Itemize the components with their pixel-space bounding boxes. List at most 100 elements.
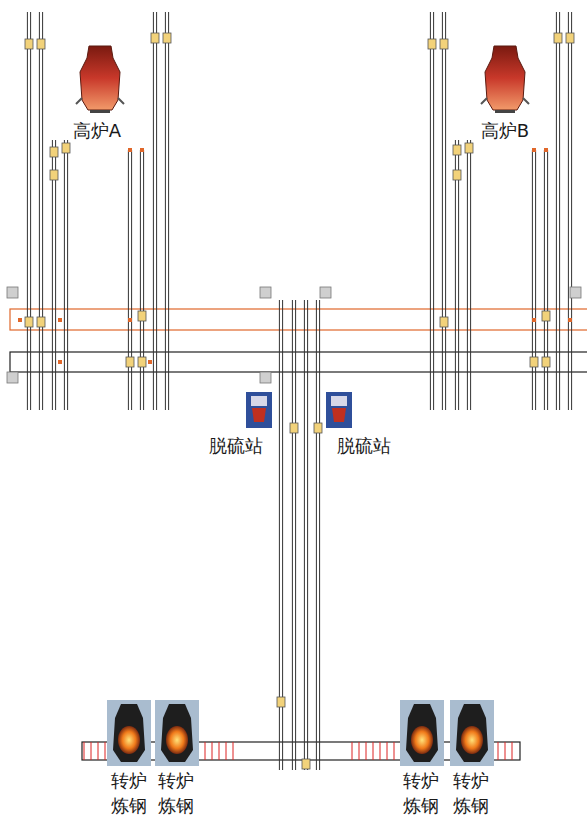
rail bbox=[316, 300, 317, 770]
tick bbox=[505, 742, 506, 760]
rail bbox=[544, 150, 545, 410]
switch-mark bbox=[568, 318, 572, 322]
rail bbox=[304, 300, 305, 770]
rail bbox=[433, 12, 434, 410]
rail-car bbox=[453, 170, 461, 180]
desulfurization-icon bbox=[326, 392, 352, 428]
rail bbox=[131, 150, 132, 410]
signal-icon bbox=[260, 372, 271, 383]
rail bbox=[556, 12, 557, 410]
desulfurization-icon bbox=[246, 392, 272, 428]
rail bbox=[55, 140, 56, 410]
tick bbox=[373, 742, 374, 760]
rail bbox=[547, 150, 548, 410]
furnace-label: 高炉B bbox=[479, 118, 531, 143]
rail-car bbox=[554, 33, 562, 43]
tick bbox=[212, 742, 213, 760]
converter-icon bbox=[155, 700, 199, 766]
rail-car bbox=[465, 143, 473, 153]
rail-car bbox=[566, 33, 574, 43]
rail-car bbox=[138, 311, 146, 321]
tick bbox=[84, 742, 85, 760]
rail bbox=[153, 12, 154, 410]
switch-mark bbox=[18, 318, 22, 322]
rail-car bbox=[440, 317, 448, 327]
signal-icon bbox=[570, 287, 581, 298]
converter-icon bbox=[107, 700, 151, 766]
station-label: 脱硫站 bbox=[335, 433, 393, 458]
rail-car bbox=[126, 357, 134, 367]
furnace-label: 高炉A bbox=[71, 118, 123, 143]
tick bbox=[91, 742, 92, 760]
rail bbox=[535, 150, 536, 410]
rail-car bbox=[302, 759, 310, 769]
tick bbox=[219, 742, 220, 760]
rail bbox=[143, 150, 144, 410]
rail bbox=[292, 300, 293, 770]
rail bbox=[442, 12, 443, 410]
tick bbox=[380, 742, 381, 760]
tick bbox=[352, 742, 353, 760]
converter-label: 转炉 炼钢 bbox=[449, 768, 493, 818]
rail-car bbox=[542, 311, 550, 321]
tick bbox=[498, 742, 499, 760]
rail bbox=[156, 12, 157, 410]
rail bbox=[532, 150, 533, 410]
signal-icon bbox=[260, 287, 271, 298]
rail bbox=[559, 12, 560, 410]
upper-band bbox=[10, 309, 587, 330]
lower-band bbox=[10, 352, 587, 372]
signal-icon bbox=[7, 372, 18, 383]
rail-car bbox=[50, 147, 58, 157]
converter-label: 转炉 炼钢 bbox=[154, 768, 198, 818]
tick bbox=[105, 742, 106, 760]
tick bbox=[387, 742, 388, 760]
rail-car bbox=[25, 39, 33, 49]
tick bbox=[226, 742, 227, 760]
converter-label: 转炉 炼钢 bbox=[107, 768, 151, 818]
rail bbox=[319, 300, 320, 770]
switch-mark bbox=[148, 360, 152, 364]
rail-car bbox=[37, 317, 45, 327]
converter-icon bbox=[400, 700, 444, 766]
rail bbox=[445, 12, 446, 410]
rail-car bbox=[542, 357, 550, 367]
rail bbox=[307, 300, 308, 770]
rail bbox=[470, 140, 471, 410]
rail bbox=[52, 140, 53, 410]
rail-car bbox=[290, 423, 298, 433]
rail bbox=[458, 140, 459, 410]
switch-mark bbox=[532, 318, 536, 322]
tick bbox=[233, 742, 234, 760]
rail-car bbox=[163, 33, 171, 43]
tick bbox=[394, 742, 395, 760]
rail bbox=[165, 12, 166, 410]
rail-car bbox=[138, 357, 146, 367]
converter-label: 转炉 炼钢 bbox=[399, 768, 443, 818]
rail-car bbox=[453, 145, 461, 155]
switch-mark bbox=[544, 148, 548, 152]
rail bbox=[140, 150, 141, 410]
rail-car bbox=[37, 39, 45, 49]
switch-mark bbox=[128, 318, 132, 322]
rail-car bbox=[530, 357, 538, 367]
rail bbox=[467, 140, 468, 410]
signal-icon bbox=[320, 287, 331, 298]
tick bbox=[98, 742, 99, 760]
tick bbox=[359, 742, 360, 760]
rail-car bbox=[314, 423, 322, 433]
converter-icon bbox=[450, 700, 494, 766]
blast-furnace-icon bbox=[481, 46, 529, 113]
rail-car bbox=[277, 697, 285, 707]
rail bbox=[295, 300, 296, 770]
rail-car bbox=[25, 317, 33, 327]
tick bbox=[366, 742, 367, 760]
rail-car bbox=[62, 143, 70, 153]
signal-icon bbox=[7, 287, 18, 298]
switch-mark bbox=[532, 148, 536, 152]
rail bbox=[568, 12, 569, 410]
rail bbox=[30, 12, 31, 410]
rail bbox=[42, 12, 43, 410]
rail bbox=[455, 140, 456, 410]
